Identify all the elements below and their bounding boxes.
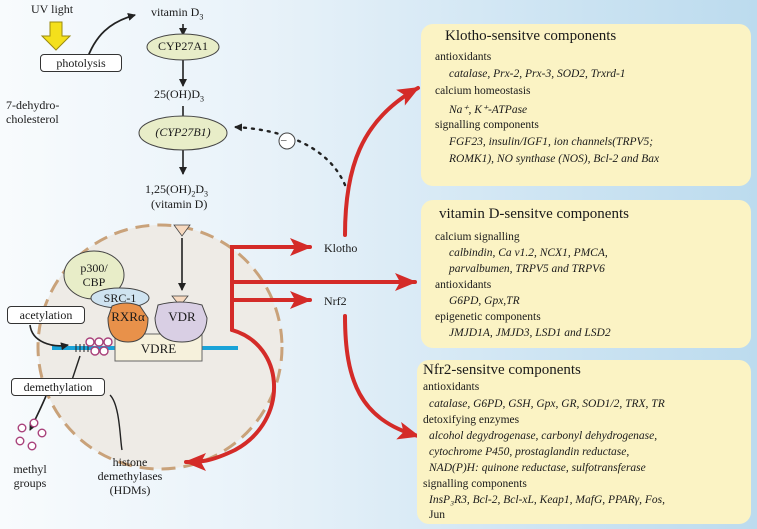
klotho-line: catalase, Prx-2, Prx-3, SOD2, Trxrd-1 — [449, 68, 626, 80]
nrf2-line: Jun — [429, 509, 445, 521]
nrf2-line: catalase, G6PD, GSH, Gpx, GR, SOD1/2, TR… — [429, 398, 665, 410]
cyp27b1-oval — [138, 115, 228, 151]
red-arrow-to-hdms — [184, 328, 276, 471]
demethylation-arrow — [29, 395, 47, 431]
methyl-beads — [85, 337, 113, 356]
acetylation-arrow — [29, 324, 69, 351]
25-oh-d3-label: 25(OH)D3 — [154, 87, 204, 104]
nrf2-line: antioxidants — [423, 381, 480, 393]
cyp27b1-label: (CYP27B1) — [155, 125, 211, 139]
klotho-line: signalling components — [435, 119, 539, 131]
vitamin-d3-label: vitamin D3 — [151, 5, 204, 22]
methyl-groups-label-1: methyl — [13, 462, 47, 476]
nrf2-line: alcohol degydrogenase, carbonyl dehydrog… — [429, 430, 658, 442]
acetylation-box: acetylation — [7, 306, 85, 324]
feedback-dotted-arrow — [233, 123, 347, 187]
vitd-box-title: vitamin D-sensitve components — [439, 206, 629, 222]
nrf2-label: Nrf2 — [324, 294, 347, 308]
vitd-line: JMJD1A, JMJD3, LSD1 and LSD2 — [449, 327, 611, 339]
precursor-line-1: 7-dehydro- — [6, 98, 60, 112]
nrf2-line: cytochrome P450, prostaglandin reductase… — [429, 446, 630, 458]
red-arrows — [184, 86, 420, 471]
feedback-inhibit-label: – — [281, 134, 287, 146]
rxra-label: RXRα — [111, 309, 145, 324]
hdm-label-3: (HDMs) — [109, 483, 151, 497]
vitd-line: calcium signalling — [435, 231, 520, 243]
vitamin-d-sensitive-box: vitamin D-sensitve components calcium si… — [421, 200, 751, 348]
calcitriol-label: 1,25(OH)2D3 — [145, 182, 208, 199]
vitd-line: G6PD, Gpx,TR — [449, 295, 520, 307]
klotho-box-title: Klotho-sensitve components — [445, 28, 617, 44]
uv-light-label: UV light — [31, 2, 74, 16]
nrf2-line: detoxifying enzymes — [423, 414, 520, 426]
cyp27a1-oval — [146, 33, 220, 61]
demethylation-to-dna — [71, 355, 81, 381]
cyp27a1-label: CYP27A1 — [157, 39, 208, 53]
klotho-line: FGF23, insulin/IGF1, ion channels(TRPV5; — [449, 136, 654, 148]
klotho-line: Na⁺, K⁺-ATPase — [449, 104, 528, 116]
klotho-sensitive-box: Klotho-sensitve components antioxidants … — [421, 24, 751, 186]
klotho-line: antioxidants — [435, 51, 492, 63]
red-arrow-nrf2-to-box — [343, 314, 420, 440]
uv-arrow — [40, 21, 72, 51]
hdm-connector — [109, 394, 123, 451]
p300-label-1: p300/ — [80, 261, 108, 275]
klotho-label: Klotho — [324, 241, 358, 255]
vdre-label: VDRE — [140, 341, 177, 356]
vdr-bound-triangle — [171, 295, 189, 307]
precursor-line-2: cholesterol — [6, 112, 59, 126]
vitd-line: antioxidants — [435, 279, 492, 291]
calcitriol-triangle — [173, 224, 191, 237]
demethylation-box: demethylation — [11, 378, 105, 396]
photolysis-box: photolysis — [40, 54, 122, 72]
klotho-line: ROMK1), NO synthase (NOS), Bcl-2 and Bax — [449, 153, 660, 165]
src1-label: SRC-1 — [103, 291, 137, 305]
methyl-groups-label-2: groups — [13, 476, 47, 490]
vitd-line: parvalbumen, TRPV5 and TRPV6 — [449, 263, 605, 275]
p300-label-2: CBP — [82, 275, 106, 289]
free-methyl-groups — [15, 418, 47, 451]
nrf2-line: signalling components — [423, 478, 527, 490]
vitd-line: epigenetic components — [435, 311, 541, 323]
hdm-label-2: demethylases — [97, 469, 163, 483]
vitd-line: calbindin, Ca v1.2, NCX1, PMCA, — [449, 247, 608, 259]
rxra-shape — [107, 302, 149, 343]
vdr-shape — [154, 301, 208, 343]
klotho-line: calcium homeostasis — [435, 85, 531, 97]
nrf2-sensitive-box: Nfr2-sensitve components antioxidants ca… — [417, 360, 751, 524]
hdm-label-1: histone — [112, 455, 148, 469]
nrf2-line: NAD(P)H: quinone reductase, sulfotransfe… — [429, 462, 646, 474]
red-arrow-to-klotho — [230, 238, 312, 332]
red-arrow-klotho-to-box — [343, 86, 420, 237]
calcitriol-sublabel: (vitamin D) — [151, 197, 208, 211]
feedback-inhibit-circle — [278, 132, 296, 150]
nrf2-box-title: Nfr2-sensitve components — [423, 362, 581, 378]
nrf2-line: InsP₃R3, Bcl-2, Bcl-xL, Keap1, MafG, PPA… — [429, 494, 666, 506]
vdr-label: VDR — [168, 309, 196, 324]
